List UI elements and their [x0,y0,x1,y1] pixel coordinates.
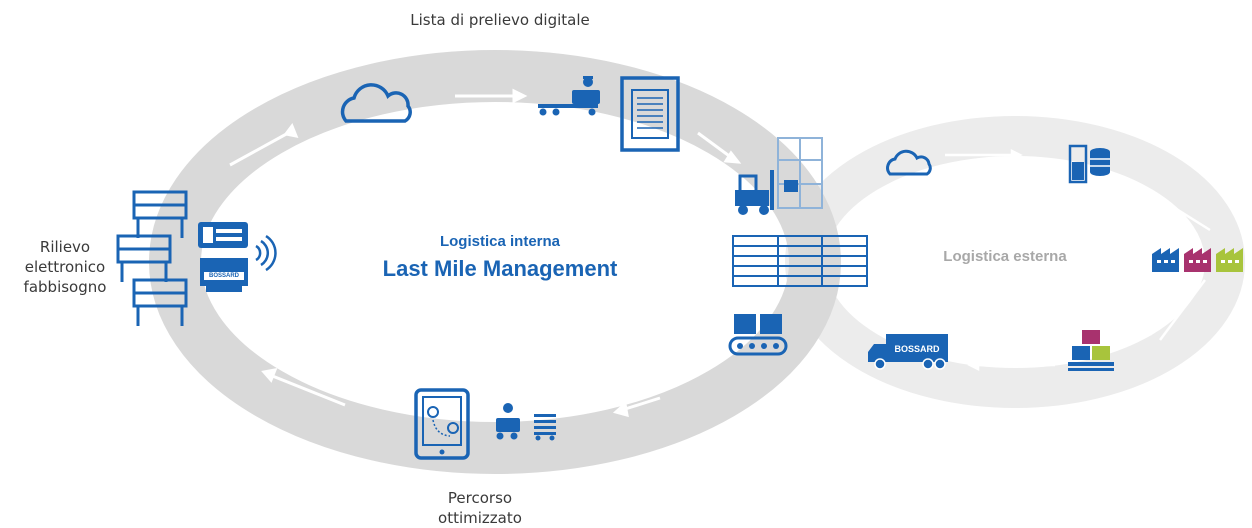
route-tablet-icon [414,388,470,460]
optimized-route-line-2: ottimizzato [438,509,522,527]
demand-detection-line-2: elettronico [24,258,106,276]
delivery-cart-icon [496,403,556,441]
pallet-boxes-icon [1068,330,1114,371]
database-icon [1068,144,1110,184]
external-flow-arrows [945,148,1211,372]
digital-picklist-label: Lista di prelievo digitale [410,11,590,29]
factories-icon [1152,248,1243,272]
cloud-icon [340,83,412,123]
demand-detection-label: Rilievo elettronico fabbisogno [10,237,120,297]
shelving-icon [732,235,868,287]
bossard-truck-icon: BOSSARD [868,334,948,370]
picklist-document-icon [620,76,680,152]
internal-flow-arrows [229,88,742,418]
external-logistics-title: Logistica esterna [943,248,1067,265]
internal-loop [149,50,841,474]
smart-label-icon [198,222,248,248]
operator-cart-icon [538,76,600,116]
external-cloud-icon [886,149,932,176]
optimized-route-label: Percorso ottimizzato [420,488,540,528]
internal-logistics-subtitle: Logistica interna [439,233,561,250]
demand-detection-line-1: Rilievo [39,238,91,256]
optimized-route-line-1: Percorso [447,489,513,507]
wireless-signal-icon [255,234,277,272]
smart-scale-icon [200,258,248,292]
last-mile-title: Last Mile Management [382,256,618,281]
conveyor-icon [728,314,788,356]
demand-detection-line-3: fabbisogno [23,278,107,296]
storage-bins-icon [116,190,188,326]
truck-brand-text: BOSSARD [894,344,940,354]
forklift-icon [735,137,823,215]
scale-brand-text: BOSSARD [209,273,240,279]
